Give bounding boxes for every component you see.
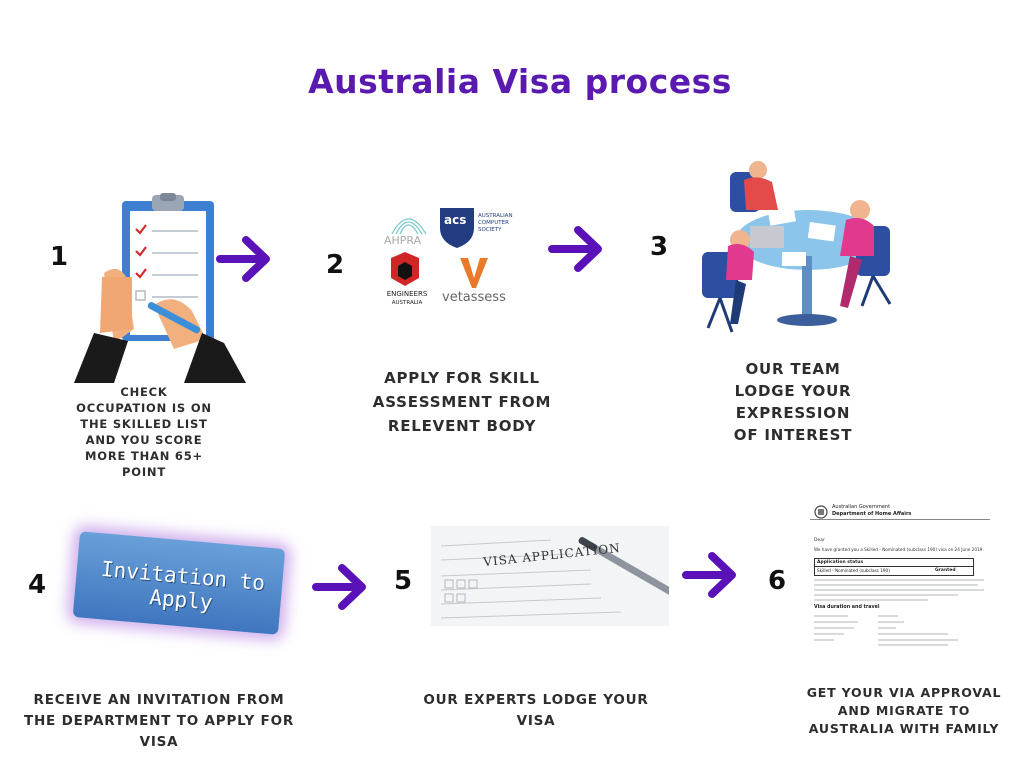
arrow-right-icon: [548, 224, 606, 274]
step-5-number: 5: [394, 566, 413, 596]
step-1-caption: CHECK OCCUPATION IS ON THE SKILLED LIST …: [76, 385, 212, 479]
page-title: Australia Visa process: [308, 62, 732, 101]
letter-body-lines: [814, 579, 984, 646]
status-visa: Skilled - Nominated (subclass 190): [817, 568, 890, 573]
step-2-number: 2: [326, 250, 345, 280]
letter-dear: Dear: [814, 538, 825, 543]
ahpra-logo-text: AHPRA: [384, 234, 422, 247]
visa-grant-letter-icon: Australian Government Department of Home…: [808, 500, 992, 654]
step-3-number: 3: [650, 232, 669, 262]
status-value: Granted: [935, 568, 956, 573]
coat-of-arms-icon: [814, 505, 828, 519]
step-4-caption: RECEIVE AN INVITATION FROM THE DEPARTMEN…: [23, 692, 295, 750]
letter-divider: [810, 519, 990, 520]
invitation-sign-icon: Invitation to Apply: [70, 530, 290, 650]
step-2-caption: APPLY FOR SKILL ASSESSMENT FROM RELEVENT…: [372, 369, 552, 435]
assessment-body-logos-icon: AHPRA acs AUSTRALIAN COMPUTER SOCIETY EN…: [378, 204, 518, 312]
arrow-right-icon: [312, 562, 370, 612]
step-5-caption: OUR EXPERTS LODGE YOUR VISA: [423, 692, 649, 729]
team-meeting-icon: [690, 156, 908, 346]
arrow-right-icon: [682, 550, 740, 600]
acs-line-3: SOCIETY: [478, 227, 502, 233]
step-1-number: 1: [50, 242, 69, 272]
clipboard-checklist-icon: [74, 193, 246, 383]
arrow-right-icon: [216, 234, 274, 284]
step-4-number: 4: [28, 570, 47, 600]
step-6-caption: GET YOUR VIA APPROVAL AND MIGRATE TO AUS…: [806, 685, 1002, 736]
acs-full-name: AUSTRALIAN COMPUTER SOCIETY: [478, 213, 513, 234]
engineers-line-2: AUSTRALIA: [391, 300, 423, 306]
letter-section: Visa duration and travel: [814, 605, 880, 610]
engineers-logo-text: ENGINEERS AUSTRALIA: [384, 290, 430, 307]
status-divider: [815, 566, 973, 567]
step-6-number: 6: [768, 566, 787, 596]
engineers-line-1: ENGINEERS: [386, 290, 428, 298]
acs-line-1: AUSTRALIAN: [478, 213, 513, 219]
acs-logo-text: acs: [444, 213, 467, 227]
acs-line-2: COMPUTER: [478, 220, 509, 226]
status-header: Application status: [817, 560, 864, 565]
letter-intro: We have granted you a Skilled - Nominate…: [814, 547, 984, 552]
letter-status-box: Application status Skilled - Nominated (…: [814, 558, 974, 576]
letter-gov: Australian Government: [832, 504, 891, 510]
vetassess-logo-text: vetassess: [442, 290, 506, 305]
visa-application-form-icon: VISA APPLICATION: [431, 526, 669, 626]
letter-dept: Department of Home Affairs: [832, 511, 912, 517]
step-3-caption: OUR TEAM LODGE YOUR EXPRESSION OF INTERE…: [733, 360, 853, 444]
